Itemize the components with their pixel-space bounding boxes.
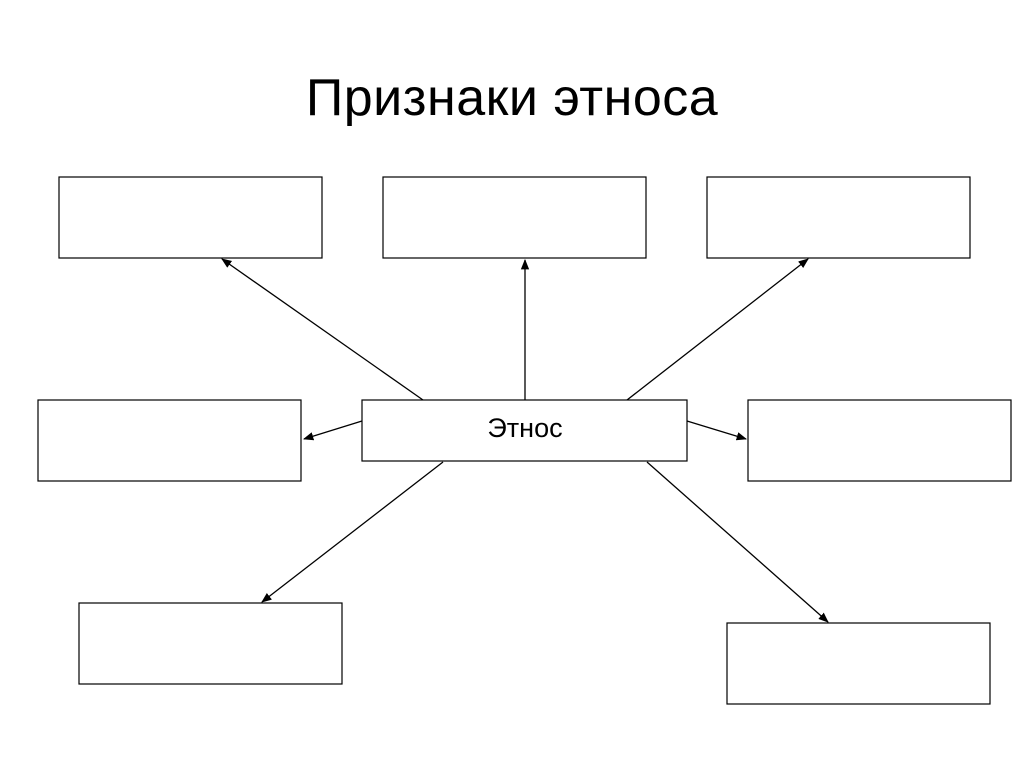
outer-box-bottom-left bbox=[78, 602, 343, 685]
outer-box-top-right bbox=[706, 176, 971, 259]
outer-box-middle-right bbox=[747, 399, 1012, 482]
arrow-to-middle-right bbox=[686, 420, 747, 441]
arrow-to-bottom-left bbox=[261, 461, 444, 603]
arrow-to-middle-left bbox=[303, 420, 363, 441]
center-box-label: Этнос bbox=[487, 413, 562, 443]
outer-box-middle-left bbox=[37, 399, 302, 482]
outer-box-top-left bbox=[58, 176, 323, 259]
page-title: Признаки этноса bbox=[305, 69, 719, 127]
outer-box-top-center bbox=[382, 176, 647, 259]
arrow-to-top-left bbox=[221, 258, 424, 401]
arrow-to-top-right bbox=[626, 258, 809, 401]
arrow-to-bottom-right bbox=[646, 461, 829, 623]
outer-box-bottom-right bbox=[726, 622, 991, 705]
center-box bbox=[361, 399, 688, 462]
